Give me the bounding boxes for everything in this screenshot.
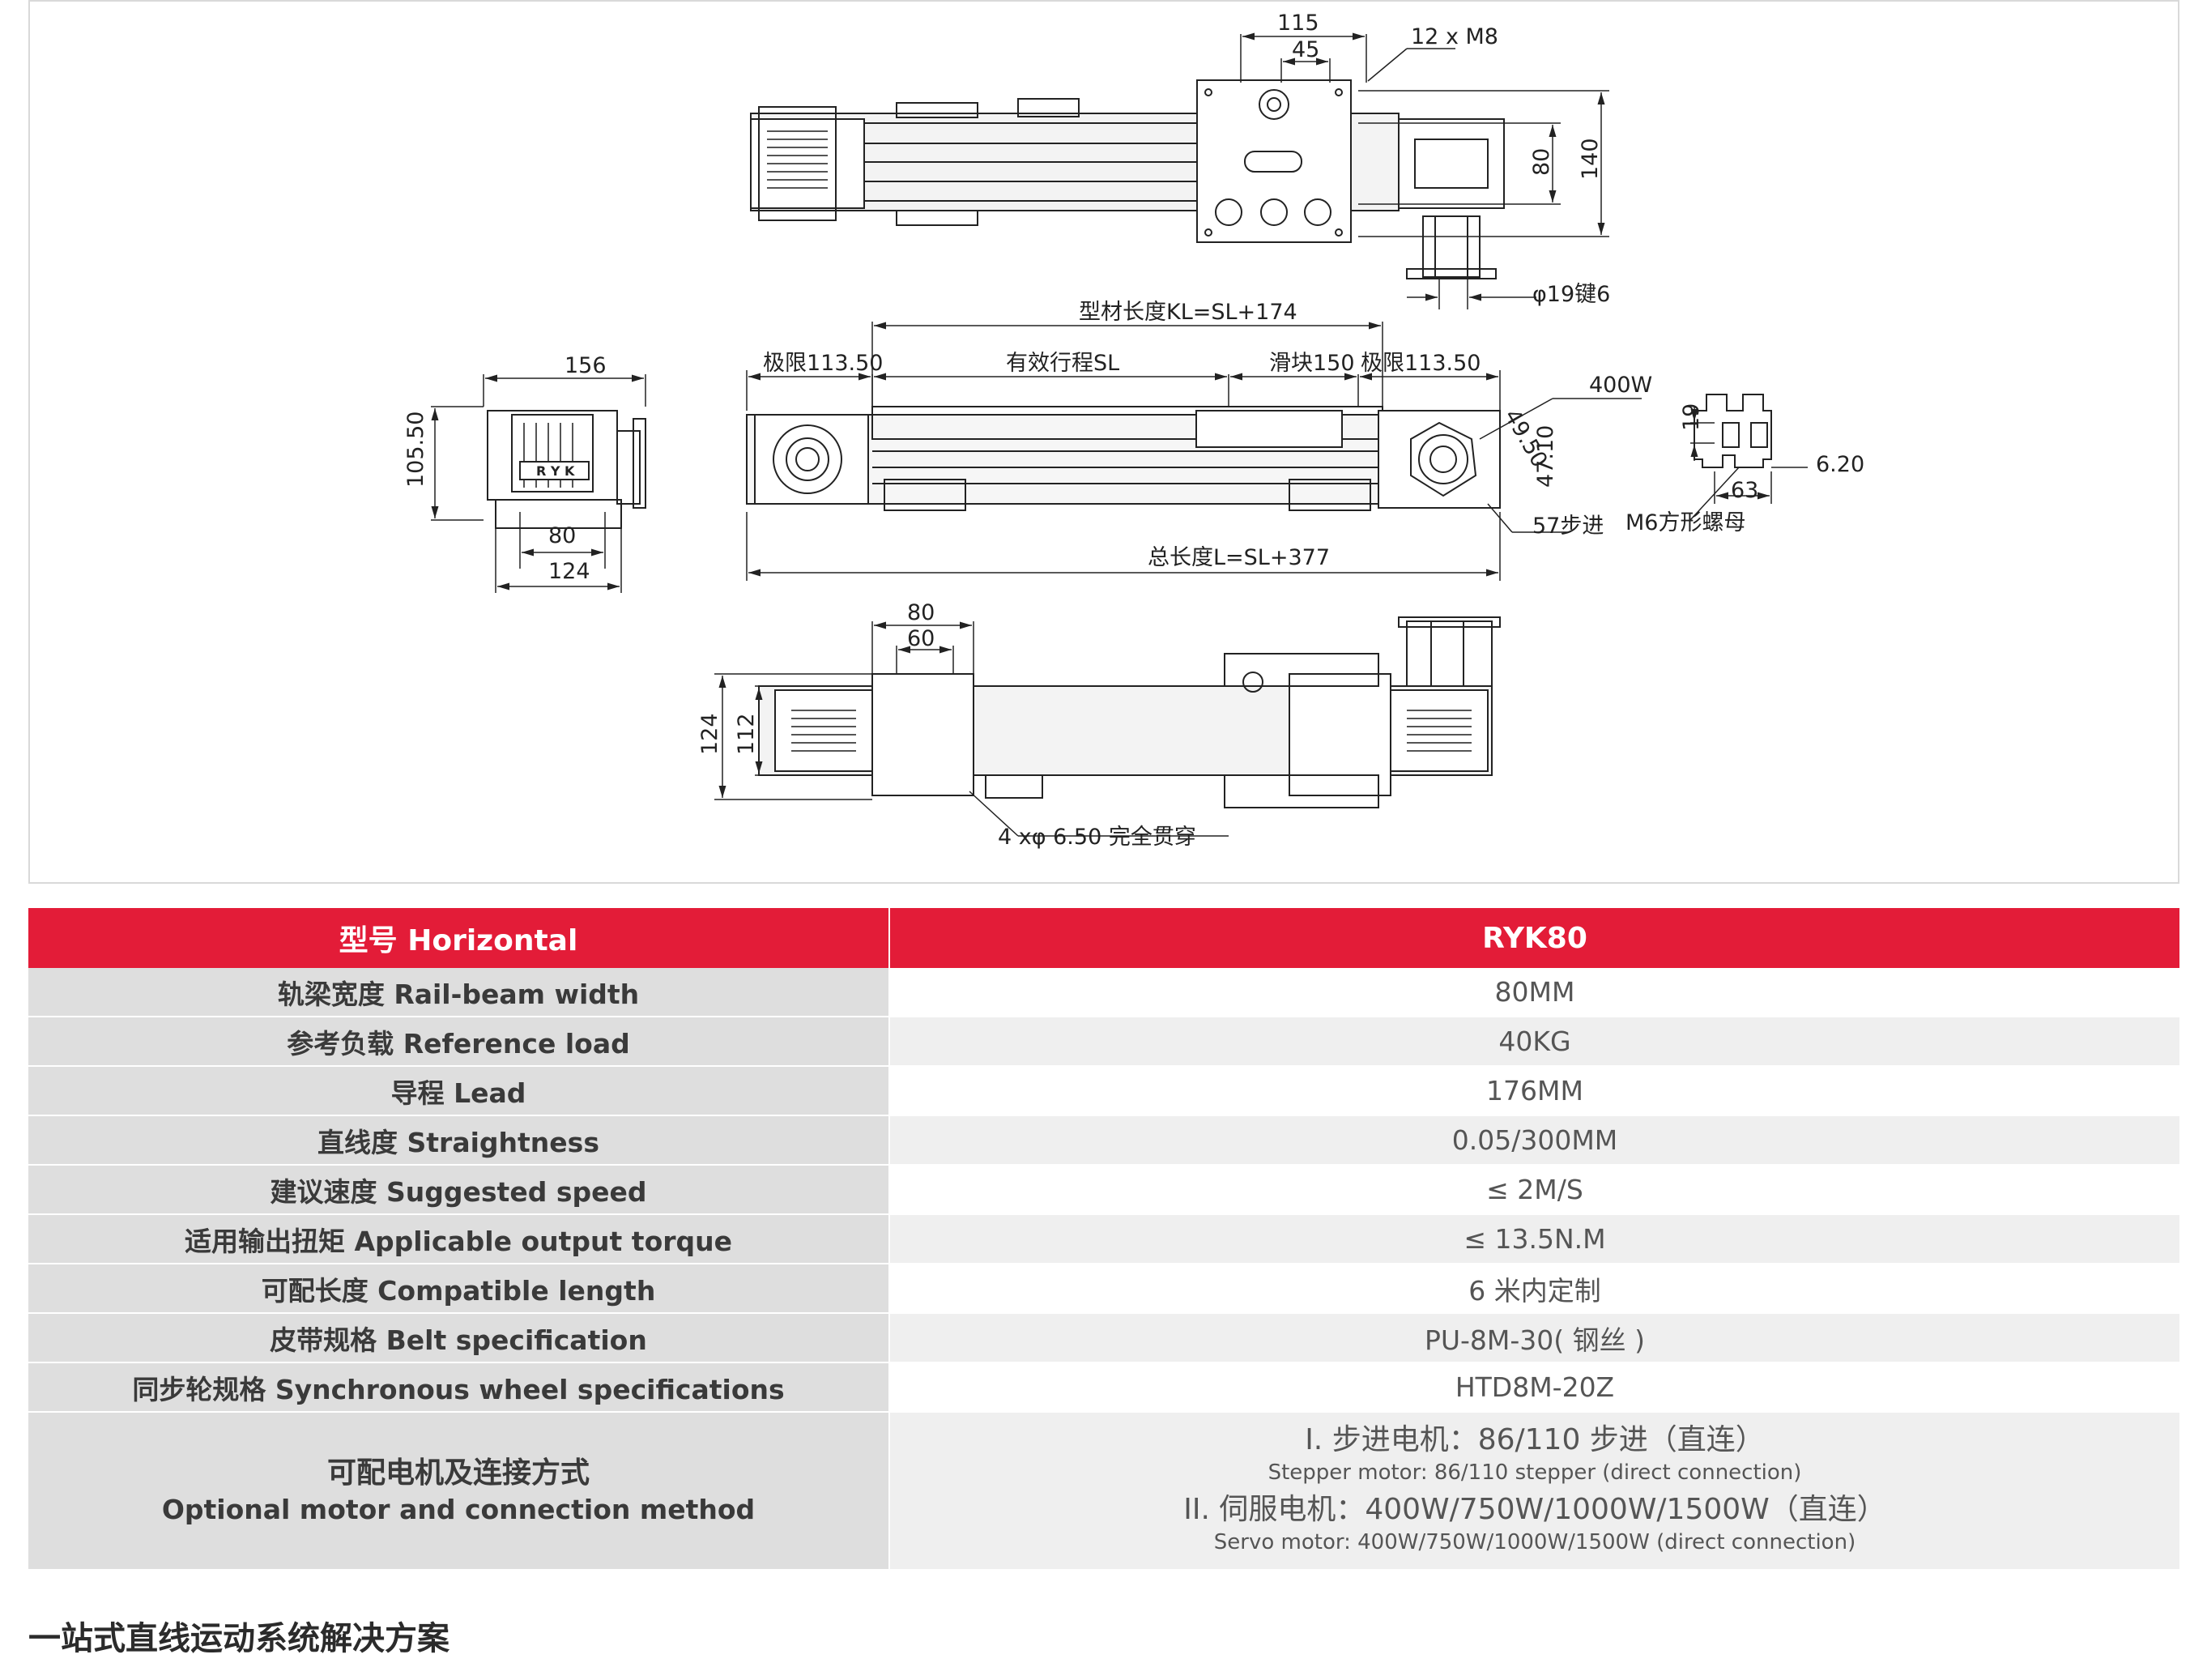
table-row: 建议速度 Suggested speed≤ 2M/S — [28, 1166, 2179, 1215]
dim-115: 115 — [1277, 11, 1319, 36]
header-model-label: 型号 Horizontal — [28, 908, 890, 968]
row-label: 建议速度 Suggested speed — [28, 1166, 890, 1215]
dim-112: 112 — [734, 713, 759, 755]
dim-45: 45 — [1292, 37, 1319, 62]
dim-124-bottom: 124 — [697, 713, 722, 755]
row-value: 176MM — [890, 1067, 2179, 1116]
row-label: 皮带规格 Belt specification — [28, 1314, 890, 1363]
table-row-motor: 可配电机及连接方式 Optional motor and connection … — [28, 1413, 2179, 1571]
dim-10550: 105.50 — [403, 411, 428, 488]
profile-length: 型材长度KL=SL+174 — [1079, 300, 1297, 325]
row-value: 40KG — [890, 1017, 2179, 1067]
motor-label-en: Optional motor and connection method — [161, 1493, 756, 1525]
dim-156: 156 — [565, 353, 607, 378]
drawing-svg: 115 45 12 x M8 80 140 φ19键6 型材长度KL=SL+17… — [403, 11, 1864, 850]
top-view — [750, 32, 1609, 309]
row-label: 可配长度 Compatible length — [28, 1264, 890, 1314]
motor-option-2-en: Servo motor: 400W/750W/1000W/1500W (dire… — [1213, 1529, 1856, 1554]
ryk-logo: R Y K — [536, 463, 575, 479]
row-value: ≤ 13.5N.M — [890, 1215, 2179, 1264]
limit-right: 极限113.50 — [1361, 351, 1481, 376]
dim-80-side: 80 — [548, 523, 576, 548]
dim-60: 60 — [907, 626, 935, 651]
row-value: ≤ 2M/S — [890, 1166, 2179, 1215]
motor-option-2: II. 伺服电机：400W/750W/1000W/1500W（直连） — [1183, 1492, 1886, 1526]
footer-slogan: 一站式直线运动系统解决方案 — [28, 1620, 449, 1657]
section-view — [1689, 394, 1808, 521]
dim-19: 19 — [1679, 403, 1704, 431]
spec-table: 型号 Horizontal RYK80 轨梁宽度 Rail-beam width… — [28, 908, 2179, 1571]
m6-nut: M6方形螺母 — [1625, 510, 1745, 535]
row-label: 直线度 Straightness — [28, 1116, 890, 1166]
dim-63: 63 — [1731, 478, 1758, 503]
dim-80-top: 80 — [1529, 148, 1554, 176]
table-row: 适用输出扭矩 Applicable output torque≤ 13.5N.M — [28, 1215, 2179, 1264]
motor-label-cell: 可配电机及连接方式 Optional motor and connection … — [28, 1413, 890, 1571]
motor-value-cell: I. 步进电机：86/110 步进（直连） Stepper motor: 86/… — [890, 1413, 2179, 1571]
dim-140: 140 — [1578, 138, 1603, 180]
row-label: 参考负载 Reference load — [28, 1017, 890, 1067]
row-label: 导程 Lead — [28, 1067, 890, 1116]
table-header: 型号 Horizontal RYK80 — [28, 908, 2179, 968]
motor-label-cn: 可配电机及连接方式 — [326, 1456, 590, 1490]
motor-option-1-en: Stepper motor: 86/110 stepper (direct co… — [1268, 1460, 1802, 1485]
row-label: 同步轮规格 Synchronous wheel specifications — [28, 1363, 890, 1413]
limit-left: 极限113.50 — [763, 351, 883, 376]
technical-drawing: 115 45 12 x M8 80 140 φ19键6 型材长度KL=SL+17… — [28, 0, 2179, 884]
side-view — [431, 374, 646, 593]
stepper-57: 57步进 — [1532, 514, 1604, 539]
row-value: 80MM — [890, 968, 2179, 1017]
row-value: PU-8M-30( 钢丝 ) — [890, 1314, 2179, 1363]
stroke-sl: 有效行程SL — [1006, 351, 1119, 376]
row-label: 适用输出扭矩 Applicable output torque — [28, 1215, 890, 1264]
row-value: 6 米内定制 — [890, 1264, 2179, 1314]
slider-150: 滑块150 — [1269, 351, 1355, 376]
shaft-key: φ19键6 — [1532, 282, 1610, 307]
total-length: 总长度L=SL+377 — [1148, 545, 1330, 570]
bottom-view — [714, 616, 1501, 837]
motor-400w: 400W — [1589, 373, 1652, 398]
dim-80-bottom: 80 — [907, 600, 935, 625]
holes-m8: 12 x M8 — [1411, 24, 1498, 49]
row-label: 轨梁宽度 Rail-beam width — [28, 968, 890, 1017]
row-value: HTD8M-20Z — [890, 1363, 2179, 1413]
front-view — [746, 322, 1642, 581]
dim-124-side: 124 — [548, 559, 590, 584]
dim-4710: 47.10 — [1533, 425, 1558, 488]
dimension-labels: 115 45 12 x M8 80 140 φ19键6 型材长度KL=SL+17… — [403, 11, 1864, 850]
motor-option-1: I. 步进电机：86/110 步进（直连） — [1305, 1422, 1765, 1456]
row-value: 0.05/300MM — [890, 1116, 2179, 1166]
through-holes: 4 xφ 6.50 完全贯穿 — [998, 825, 1196, 850]
dim-620: 6.20 — [1816, 452, 1864, 477]
header-model-value: RYK80 — [890, 908, 2179, 968]
